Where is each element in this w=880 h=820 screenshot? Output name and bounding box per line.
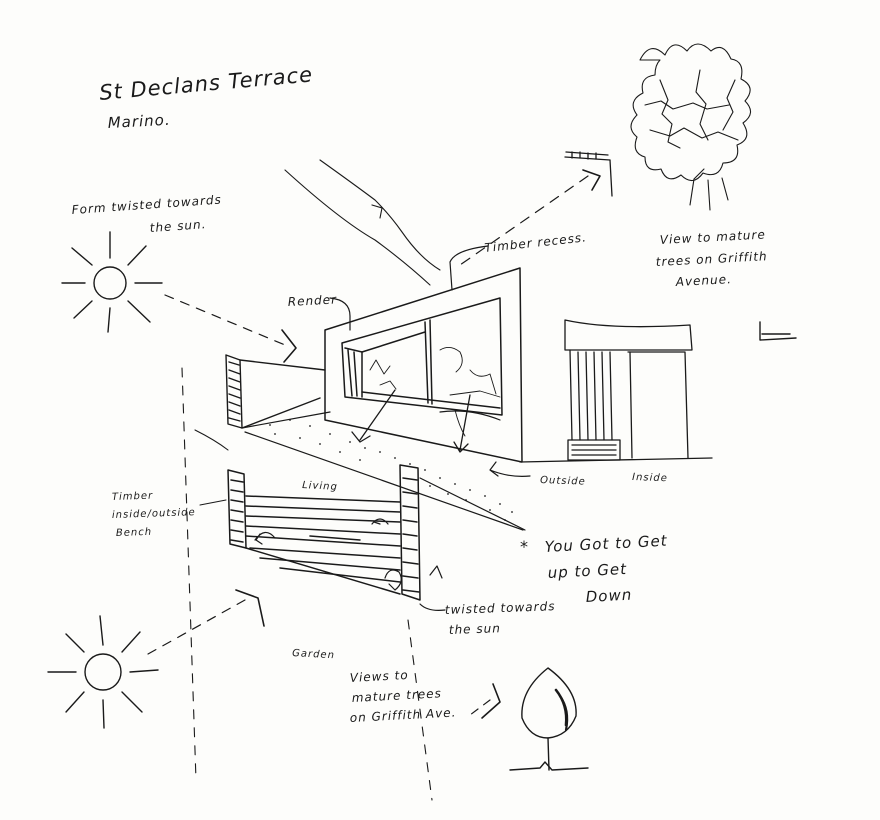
timber-bench-line3: Bench xyxy=(116,527,153,539)
sun-ray-dashed-upper xyxy=(164,294,286,346)
form-twisted-line1: Form twisted towards xyxy=(71,193,222,217)
sun-arrow-upper-icon xyxy=(281,329,297,363)
sky-lines xyxy=(284,159,441,286)
note-line1: You Got to Get xyxy=(544,532,668,556)
view-trees-line3: Avenue. xyxy=(674,272,732,289)
note-line2: up to Get xyxy=(547,560,627,582)
slab-dots xyxy=(269,419,513,521)
views-arrow-icon xyxy=(481,683,501,719)
twisted-sun-line1: twisted towards xyxy=(445,599,556,617)
note-line3: Down xyxy=(585,586,632,606)
arrow-down-right-icon xyxy=(453,394,471,453)
window-interior-scribble xyxy=(369,347,501,437)
upper-wall-pointer xyxy=(194,429,229,451)
form-twisted-line2: the sun. xyxy=(149,217,207,235)
sun-upper-icon xyxy=(61,231,163,333)
outside-pointer-icon xyxy=(489,461,531,477)
tree-scribble-icon xyxy=(630,43,752,211)
tree-small-icon xyxy=(509,667,589,771)
timber-bench-leader xyxy=(199,499,227,506)
lower-arrow-left-icon xyxy=(254,531,276,545)
upper-volume xyxy=(324,267,523,463)
wall-fragment-icon xyxy=(564,151,613,197)
view-arrow-icon xyxy=(582,169,601,191)
views-line2: mature trees xyxy=(351,686,442,705)
lower-arrow-mid-icon xyxy=(371,518,389,525)
sun-arrow-lower-icon xyxy=(235,589,265,627)
vertical-dashed-lines xyxy=(181,367,433,801)
title-line1: St Declans Terrace xyxy=(98,62,314,105)
living-label: Living xyxy=(302,480,338,493)
twisted-sun-line2: the sun xyxy=(449,621,501,637)
arrow-down-left-icon xyxy=(351,389,396,443)
inside-label: Inside xyxy=(632,472,668,484)
lower-arrow-right-icon xyxy=(384,569,402,591)
timber-bench-line2: inside/outside xyxy=(112,507,196,521)
render-label: Render xyxy=(287,292,337,309)
asterisk-icon: * xyxy=(520,537,529,556)
view-dashed-line xyxy=(459,175,589,266)
timber-bench-line1: Timber xyxy=(112,491,154,503)
bench-curve xyxy=(439,410,501,421)
view-trees-line2: trees on Griffith xyxy=(655,249,767,269)
chair-icon xyxy=(759,321,797,341)
sun-lower-icon xyxy=(47,615,159,729)
views-line3: on Griffith Ave. xyxy=(349,705,456,725)
right-section xyxy=(519,319,713,463)
sun-ray-dashed-lower xyxy=(147,599,246,655)
outside-label: Outside xyxy=(540,475,586,488)
title-line2: Marino. xyxy=(107,111,171,132)
lower-volume xyxy=(227,464,421,601)
timber-recess-label: Timber recess. xyxy=(484,230,588,255)
views-line1: Views to xyxy=(349,668,409,685)
twisted-sun-leader xyxy=(419,565,446,611)
views-dashed-line xyxy=(469,699,491,716)
upper-left-wall xyxy=(225,354,326,429)
garden-label: Garden xyxy=(292,648,335,661)
slab-stipple xyxy=(241,411,526,531)
timber-recess-leader xyxy=(449,245,489,291)
view-trees-line1: View to mature xyxy=(659,227,766,247)
render-leader xyxy=(329,297,351,331)
